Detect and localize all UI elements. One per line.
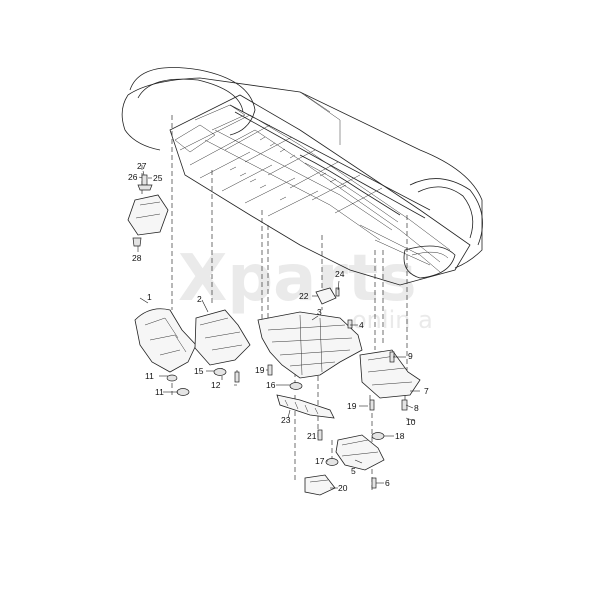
part-3-heat-shield <box>257 311 363 379</box>
part-26-27-bolt <box>137 174 153 191</box>
callout-24: 24 <box>335 269 345 279</box>
callout-17: 17 <box>315 456 325 466</box>
callout-26: 26 <box>128 172 138 182</box>
callout-22: 22 <box>299 291 309 301</box>
callout-19-left: 19 <box>255 365 265 375</box>
callout-7: 7 <box>424 386 429 396</box>
callout-2: 2 <box>197 294 202 304</box>
callout-10: 10 <box>406 417 416 427</box>
part-28-clip <box>132 237 142 247</box>
callout-18: 18 <box>395 431 405 441</box>
callout-12: 12 <box>211 380 221 390</box>
callout-11-upper: 11 <box>145 371 154 381</box>
part-24-bracket <box>315 287 340 305</box>
callout-5: 5 <box>351 466 356 476</box>
part-20-bracket <box>304 474 336 496</box>
part-25-shield <box>127 194 169 236</box>
callout-21: 21 <box>307 431 317 441</box>
fasteners <box>166 319 408 489</box>
callout-3: 3 <box>317 307 322 317</box>
part-23-strip <box>276 394 335 419</box>
callout-23: 23 <box>281 415 291 425</box>
watermark-main: Xparts <box>178 242 417 316</box>
watermark-sub: onlin a <box>352 306 433 334</box>
callout-6: 6 <box>385 478 390 488</box>
callout-16: 16 <box>266 380 276 390</box>
part-2-heat-shield <box>194 309 251 366</box>
part-1-heat-shield <box>134 308 197 373</box>
callout-labels: 1 2 3 4 5 6 7 8 9 10 11 11 12 15 16 17 1… <box>128 161 429 493</box>
callout-4: 4 <box>359 320 364 330</box>
callout-11-lower: 11 <box>155 387 164 397</box>
callout-25: 25 <box>153 173 163 183</box>
callout-20: 20 <box>338 483 348 493</box>
callout-1: 1 <box>147 292 152 302</box>
part-5-heat-shield <box>335 434 385 471</box>
callout-27: 27 <box>137 161 147 171</box>
callout-9: 9 <box>408 351 413 361</box>
vehicle-underbody <box>121 67 483 286</box>
leader-lines <box>137 170 420 489</box>
callout-19-right: 19 <box>347 401 357 411</box>
callout-28: 28 <box>132 253 142 263</box>
callout-8: 8 <box>414 403 419 413</box>
callout-15: 15 <box>194 366 204 376</box>
